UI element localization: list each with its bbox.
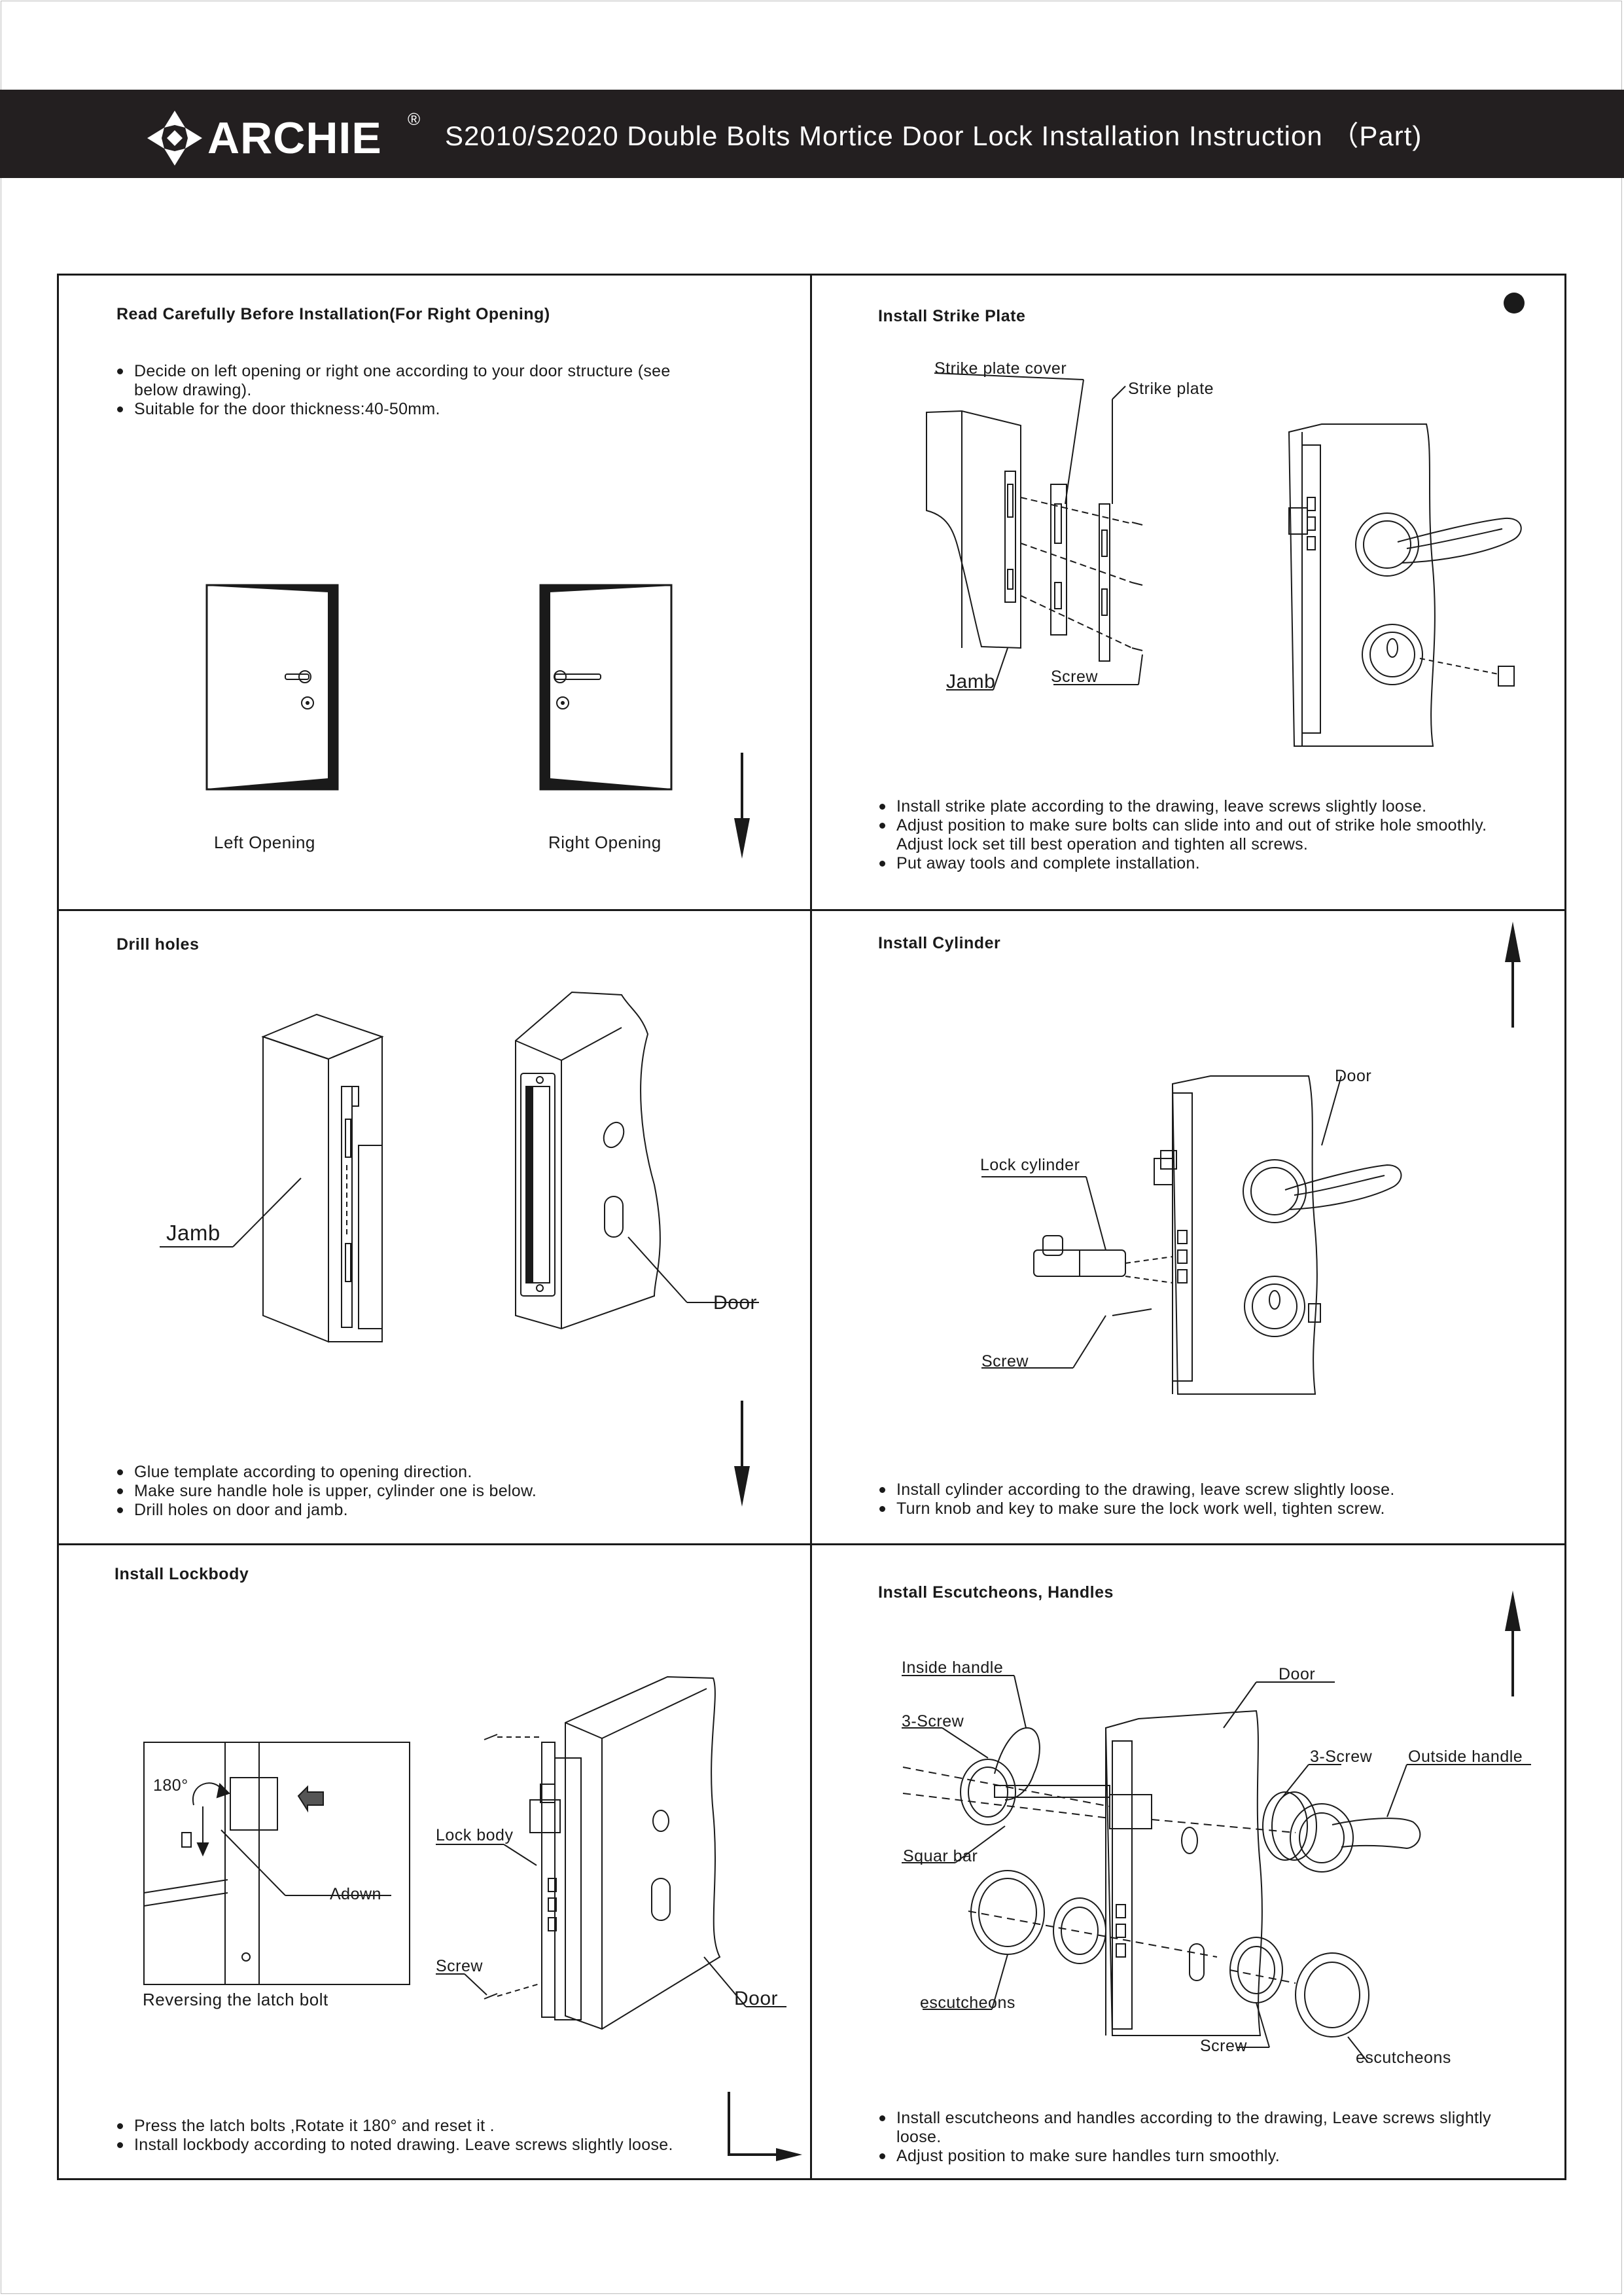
- label-screw: Screw: [1051, 668, 1098, 686]
- bullet-list: Decide on left opening or right one acco…: [115, 362, 684, 419]
- label-adown: Adown: [330, 1885, 381, 1903]
- list-item: Install escutcheons and handles accordin…: [877, 2109, 1518, 2147]
- label-outside-handle: Outside handle: [1408, 1748, 1523, 1766]
- list-item: Press the latch bolts ,Rotate it 180° an…: [115, 2117, 723, 2136]
- label-lock-cylinder: Lock cylinder: [980, 1156, 1080, 1174]
- marker-dot-icon: [1504, 293, 1525, 314]
- arrow-down-icon: [734, 1401, 750, 1507]
- drill-holes-drawing: [157, 988, 772, 1355]
- registered-mark: ®: [408, 109, 421, 129]
- label-escutcheons-right: escutcheons: [1356, 2049, 1451, 2067]
- grid-divider-row-1: [57, 909, 1566, 911]
- list-item: Suitable for the door thickness:40-50mm.: [115, 400, 684, 419]
- reversing-caption: Reversing the latch bolt: [143, 1990, 328, 2009]
- grid-divider-vertical: [810, 274, 812, 2180]
- list-item: Install strike plate according to the dr…: [877, 797, 1505, 816]
- label-strike-plate: Strike plate: [1128, 380, 1214, 398]
- list-item: Put away tools and complete installation…: [877, 854, 1505, 873]
- label-angle: 180°: [153, 1776, 188, 1795]
- list-item: Glue template according to opening direc…: [115, 1463, 703, 1482]
- panel-title: Read Carefully Before Installation(For R…: [116, 305, 550, 323]
- list-item: Adjust position to make sure handles tur…: [877, 2147, 1518, 2166]
- arrow-down-icon: [734, 753, 750, 859]
- list-item: Install lockbody according to noted draw…: [115, 2136, 723, 2155]
- right-opening-door-drawing: [538, 583, 675, 792]
- left-opening-caption: Left Opening: [214, 833, 315, 852]
- cylinder-drawing: [1034, 1060, 1400, 1401]
- bullet-list: Press the latch bolts ,Rotate it 180° an…: [115, 2117, 723, 2155]
- bullet-list: Glue template according to opening direc…: [115, 1463, 703, 1520]
- panel-title: Install Lockbody: [115, 1565, 249, 1583]
- brand-logo: ARCHIE ®: [147, 103, 420, 168]
- label-three-screw-right: 3-Screw: [1310, 1748, 1373, 1766]
- label-inside-handle: Inside handle: [902, 1659, 1004, 1677]
- lockbody-drawing: [432, 1669, 798, 2036]
- label-screw: Screw: [436, 1957, 483, 1975]
- corner-arrow-icon: [725, 2092, 802, 2161]
- panel-title: Install Escutcheons, Handles: [878, 1583, 1114, 1602]
- label-jamb: Jamb: [946, 671, 996, 692]
- brand-name: ARCHIE: [207, 113, 382, 163]
- list-item: Make sure handle hole is upper, cylinder…: [115, 1482, 703, 1501]
- list-item: Install cylinder according to the drawin…: [877, 1480, 1518, 1499]
- panel-title: Install Strike Plate: [878, 307, 1026, 325]
- label-door: Door: [734, 1988, 779, 2009]
- bullet-list: Install strike plate according to the dr…: [877, 797, 1505, 873]
- label-door: Door: [1279, 1665, 1316, 1683]
- list-item: Adjust position to make sure bolts can s…: [877, 816, 1505, 854]
- escutcheons-handles-drawing: [890, 1669, 1531, 2062]
- label-jamb: Jamb: [166, 1221, 221, 1245]
- latch-reverse-inset-drawing: [143, 1741, 411, 1986]
- panel-title: Drill holes: [116, 935, 200, 954]
- header-bar: ARCHIE ® S2010/S2020 Double Bolts Mortic…: [0, 90, 1624, 178]
- right-opening-caption: Right Opening: [548, 833, 662, 852]
- strike-plate-drawing: [916, 373, 1531, 753]
- bullet-list: Install escutcheons and handles accordin…: [877, 2109, 1518, 2166]
- label-screw: Screw: [1200, 2037, 1247, 2055]
- arrow-up-icon: [1505, 922, 1521, 1030]
- label-door: Door: [713, 1292, 758, 1314]
- list-item: Drill holes on door and jamb.: [115, 1501, 703, 1520]
- document-title: S2010/S2020 Double Bolts Mortice Door Lo…: [445, 120, 1422, 151]
- left-opening-door-drawing: [203, 583, 340, 792]
- list-item: Turn knob and key to make sure the lock …: [877, 1499, 1518, 1518]
- panel-title: Install Cylinder: [878, 934, 1001, 952]
- arrow-up-icon: [1505, 1590, 1521, 1698]
- bullet-list: Install cylinder according to the drawin…: [877, 1480, 1518, 1518]
- list-item: Decide on left opening or right one acco…: [115, 362, 684, 400]
- archie-logo-icon: [147, 111, 202, 166]
- grid-divider-row-2: [57, 1543, 1566, 1545]
- label-lock-body: Lock body: [436, 1826, 514, 1844]
